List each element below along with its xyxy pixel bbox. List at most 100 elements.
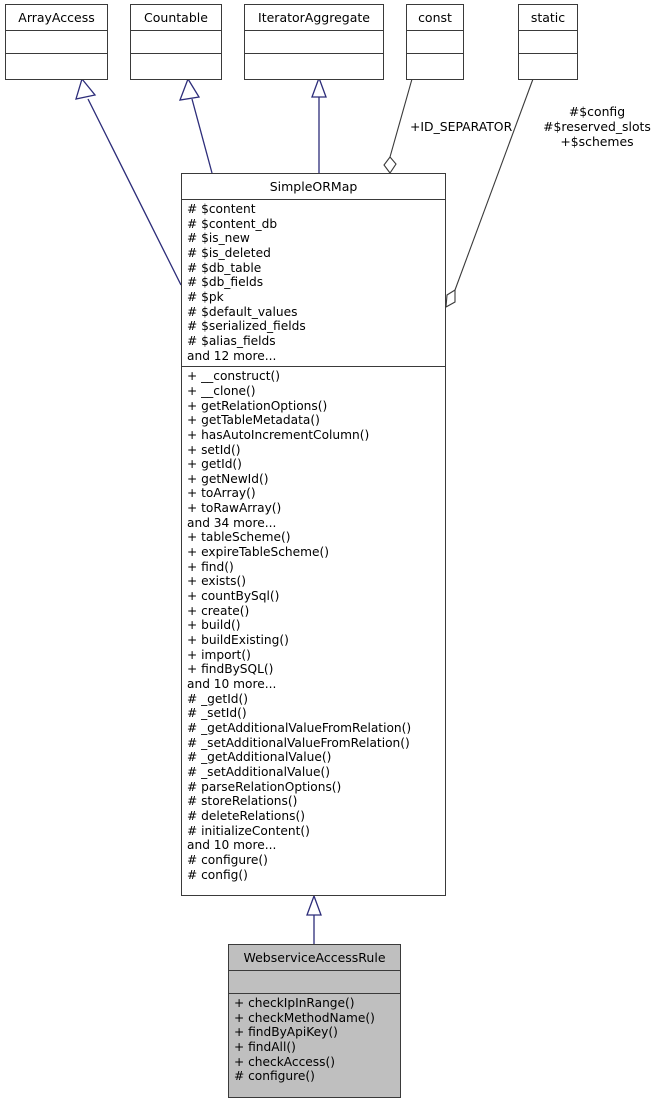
class-title-arrayaccess: ArrayAccess [18,10,95,25]
class-attributes-const [407,31,463,53]
class-separator [6,53,107,54]
class-separator [131,30,221,31]
class-member: and 34 more... [187,515,277,530]
class-member: # parseRelationOptions() [187,779,342,794]
class-member: + buildExisting() [187,633,289,648]
class-member: # _getId() [187,691,249,706]
edge-label-static-line-1: #$config [568,104,626,119]
class-node-static[interactable]: static [518,4,578,80]
class-node-arrayaccess[interactable]: ArrayAccess [5,4,108,80]
class-member: # $is_deleted [187,245,271,260]
class-attributes-iteratoraggregate [245,31,383,53]
class-member: + toArray() [187,486,256,501]
inheritance-edge-webserviceaccessrule [306,894,322,944]
class-separator [131,53,221,54]
association-edge-const [383,78,413,174]
class-title-iteratoraggregate: IteratorAggregate [258,10,370,25]
class-separator [245,30,383,31]
class-member: # $default_values [187,304,298,319]
class-attributes-simpleormap: # $content# $content_db# $is_new# $is_de… [182,200,445,366]
class-member: + hasAutoIncrementColumn() [187,427,370,442]
class-member: + tableScheme() [187,530,291,545]
class-member: # configure() [187,852,268,867]
class-member: + findBySQL() [187,662,274,677]
class-node-iteratoraggregate[interactable]: IteratorAggregate [244,4,384,80]
class-title-simpleormap: SimpleORMap [269,179,358,194]
class-separator [6,30,107,31]
inheritance-edge-iteratoraggregate [311,76,327,173]
class-member: + findAll() [234,1039,296,1054]
class-member: # configure() [234,1069,315,1084]
class-title-countable: Countable [144,10,208,25]
class-node-simpleormap[interactable]: SimpleORMap # $content# $content_db# $is… [181,173,446,896]
edge-label-static: #$config #$reserved_slots +$schemes [543,104,651,149]
class-member: + find() [187,559,234,574]
class-member: + exists() [187,574,246,589]
class-member: # $serialized_fields [187,319,306,334]
class-methods-countable [131,54,221,76]
class-separator [519,53,577,54]
inheritance-edge-countable [178,77,213,174]
class-separator [229,970,400,971]
class-member: # deleteRelations() [187,808,305,823]
class-member: # _setId() [187,706,247,721]
class-separator [519,30,577,31]
class-node-const[interactable]: const [406,4,464,80]
class-member: + getTableMetadata() [187,413,320,428]
class-member: + countBySql() [187,589,280,604]
class-member: + __clone() [187,383,256,398]
class-methods-arrayaccess [6,54,107,76]
class-member: # $pk [187,289,224,304]
class-member: + build() [187,618,241,633]
class-attributes-static [519,31,577,53]
class-member: + toRawArray() [187,501,282,516]
class-member: # storeRelations() [187,794,298,809]
class-member: + checkAccess() [234,1054,335,1069]
class-separator [229,993,400,994]
class-member: # _getAdditionalValue() [187,750,332,765]
class-separator [407,30,463,31]
class-member: # $is_new [187,231,250,246]
edge-label-static-line-3: +$schemes [560,134,634,149]
class-member: # _setAdditionalValue() [187,764,330,779]
class-member: and 12 more... [187,348,277,363]
class-member: # $content_db [187,216,278,231]
class-title-const: const [418,10,452,25]
class-methods-static [519,54,577,76]
class-node-countable[interactable]: Countable [130,4,222,80]
class-methods-simpleormap: + __construct()+ __clone()+ getRelationO… [182,367,445,885]
class-separator [407,53,463,54]
class-attributes-arrayaccess [6,31,107,53]
class-separator [182,366,445,368]
inheritance-edge-arrayaccess [75,77,182,286]
class-title-static: static [530,10,566,25]
class-member: # _setAdditionalValueFromRelation() [187,735,410,750]
class-member: # $db_table [187,260,262,275]
association-edge-static [445,78,534,308]
class-member: + getRelationOptions() [187,398,328,413]
class-member: + create() [187,603,250,618]
class-title-webserviceaccessrule: WebserviceAccessRule [243,950,386,965]
class-member: # initializeContent() [187,823,310,838]
class-member: # $content [187,202,256,216]
class-member: + setId() [187,442,241,457]
class-member: + __construct() [187,369,281,384]
class-node-webserviceaccessrule[interactable]: WebserviceAccessRule + checkIpInRange()+… [228,944,401,1098]
edge-label-const: +ID_SEPARATOR [410,119,513,134]
class-member: # _getAdditionalValueFromRelation() [187,720,412,735]
class-member: + getNewId() [187,471,269,486]
class-member: + checkMethodName() [234,1010,375,1025]
class-member: + checkIpInRange() [234,996,355,1010]
class-separator [182,199,445,200]
class-member: + findByApiKey() [234,1025,338,1040]
edge-label-static-line-2: #$reserved_slots [543,119,651,134]
class-methods-iteratoraggregate [245,54,383,76]
class-member: + expireTableScheme() [187,545,329,560]
class-member: + import() [187,647,251,662]
class-member: # $alias_fields [187,333,276,348]
class-separator [245,53,383,54]
class-methods-const [407,54,463,76]
class-member: # $db_fields [187,275,264,290]
class-attributes-countable [131,31,221,53]
